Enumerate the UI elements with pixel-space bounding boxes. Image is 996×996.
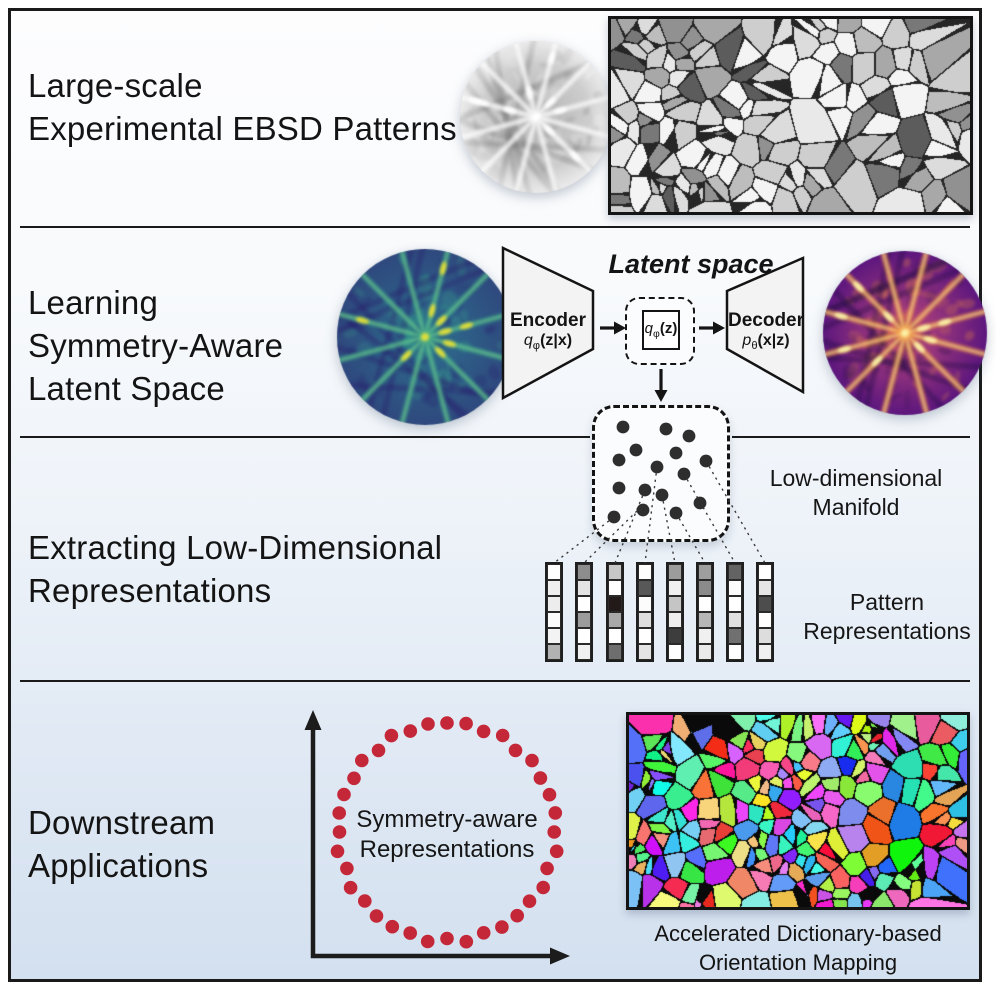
vector-cell (638, 564, 652, 580)
vector-cell (698, 595, 712, 612)
vector-cell (698, 564, 712, 580)
vector-cell (668, 564, 682, 580)
pattern-vector-column (575, 562, 593, 662)
latent-space-title: Latent space (608, 249, 774, 279)
vector-cell (547, 564, 561, 580)
vector-cell (698, 611, 712, 628)
decoder-formula: pθ(x|z) (742, 332, 790, 353)
vector-cell (668, 643, 682, 660)
vector-cell (638, 579, 652, 596)
vector-cell (638, 595, 652, 612)
vector-cell (608, 643, 622, 660)
vector-cell (547, 627, 561, 644)
section-3-title: Extracting Low-Dimensional Representatio… (28, 526, 442, 612)
section-2-title: Learning Symmetry-Aware Latent Space (28, 281, 283, 410)
vector-cell (608, 627, 622, 644)
encoder-formula: qφ(z|x) (523, 332, 573, 353)
vector-cell (698, 579, 712, 596)
pattern-representations-label: Pattern Representations (803, 589, 971, 644)
pattern-vector-column (726, 562, 744, 662)
orientation-mapping-caption: Accelerated Dictionary-based Orientation… (654, 921, 942, 975)
section-4-title-line1: Downstream (28, 804, 216, 841)
vector-cell (638, 643, 652, 660)
section-2-title-line3: Latent Space (28, 370, 225, 407)
decoder-label: Decoder pθ(x|z) (716, 310, 816, 356)
vector-cell (608, 579, 622, 596)
pattern-vector-column (756, 562, 774, 662)
vector-cell (758, 595, 772, 612)
vector-cell (547, 611, 561, 628)
pattern-vector-column (606, 562, 624, 662)
vector-cell (608, 611, 622, 628)
section-3-title-line2: Representations (28, 572, 272, 609)
vector-cell (698, 627, 712, 644)
vector-cell (668, 595, 682, 612)
manifold-dashed-box (592, 405, 730, 542)
vector-cell (698, 643, 712, 660)
encoder-label: Encoder qφ(z|x) (498, 310, 598, 356)
vector-cell (758, 611, 772, 628)
ebsd-pattern-reconstructed-image (821, 249, 989, 417)
vector-cell (668, 579, 682, 596)
ebsd-pattern-grayscale-image (458, 39, 614, 195)
decoder-name: Decoder (727, 310, 805, 331)
symmetry-aware-representations-label: Symmetry-aware Representations (356, 806, 538, 863)
pattern-vector-column (545, 562, 563, 662)
vector-cell (577, 595, 591, 612)
vector-cell (577, 564, 591, 580)
vector-cell (547, 579, 561, 596)
section-3-title-line1: Extracting Low-Dimensional (28, 529, 443, 566)
section-1-title-line2: Experimental EBSD Patterns (28, 110, 457, 147)
vector-cell (728, 611, 742, 628)
divider-1 (20, 226, 970, 228)
orientation-map-image (629, 715, 967, 907)
manifold-label: Low-dimensional Manifold (769, 465, 943, 520)
latent-sample-formula: qφ(z) (644, 320, 678, 340)
vector-cell (577, 643, 591, 660)
vector-cell (547, 643, 561, 660)
section-2-title-line2: Symmetry-Aware (28, 327, 284, 364)
pattern-vector-column (636, 562, 654, 662)
vector-cell (638, 611, 652, 628)
vector-cell (608, 595, 622, 612)
vector-cell (728, 643, 742, 660)
grain-map-image (611, 19, 970, 212)
vector-cell (668, 611, 682, 628)
vector-cell (638, 627, 652, 644)
section-2-title-line1: Learning (28, 284, 159, 321)
divider-2-right (732, 436, 970, 438)
vector-cell (577, 627, 591, 644)
vector-cell (728, 579, 742, 596)
vector-cell (758, 579, 772, 596)
section-4-title-line2: Applications (28, 847, 209, 884)
divider-2-left (20, 436, 590, 438)
grain-map-frame (608, 16, 973, 215)
section-1-title: Large-scale Experimental EBSD Patterns (28, 64, 457, 150)
pattern-vector-column (666, 562, 684, 662)
vector-cell (758, 564, 772, 580)
vector-cell (728, 595, 742, 612)
vector-cell (758, 627, 772, 644)
section-4-title: Downstream Applications (28, 801, 215, 887)
pattern-vector-column (696, 562, 714, 662)
section-1-title-line1: Large-scale (28, 67, 203, 104)
vector-cell (758, 643, 772, 660)
vector-cell (577, 579, 591, 596)
divider-3 (20, 680, 970, 682)
vector-cell (668, 627, 682, 644)
orientation-map-frame (626, 712, 970, 910)
vector-cell (547, 595, 561, 612)
vector-cell (577, 611, 591, 628)
vector-cell (608, 564, 622, 580)
encoder-name: Encoder (509, 310, 587, 331)
ebsd-pattern-input-image (335, 247, 515, 427)
vector-cell (728, 627, 742, 644)
latent-sample-square (642, 310, 680, 350)
vector-cell (728, 564, 742, 580)
